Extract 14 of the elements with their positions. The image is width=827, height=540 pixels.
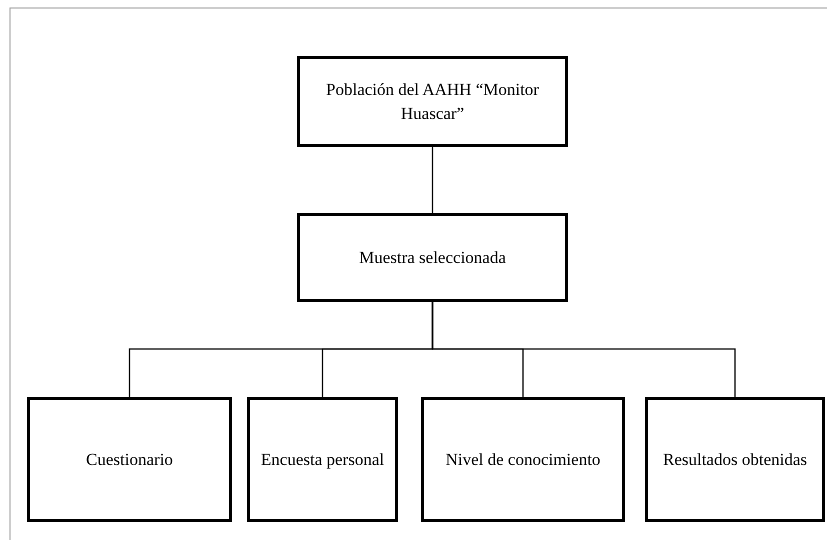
connector-line <box>432 147 434 213</box>
connector-line <box>432 302 736 397</box>
process-box <box>247 397 398 522</box>
process-box <box>297 56 568 147</box>
process-box <box>645 397 825 522</box>
box-text: Nivel de conocimiento <box>446 448 600 471</box>
box-text: Resultados obtenidas <box>662 448 807 471</box>
process-box <box>27 397 232 522</box>
box-text: Población del AAHH “Monitor Huascar” <box>325 78 540 124</box>
box-text: Muestra seleccionada <box>359 246 506 269</box>
box-text: Encuesta personal <box>260 448 384 471</box>
process-box <box>421 397 625 522</box>
box-text: Cuestionario <box>86 448 173 471</box>
process-box <box>297 213 568 302</box>
